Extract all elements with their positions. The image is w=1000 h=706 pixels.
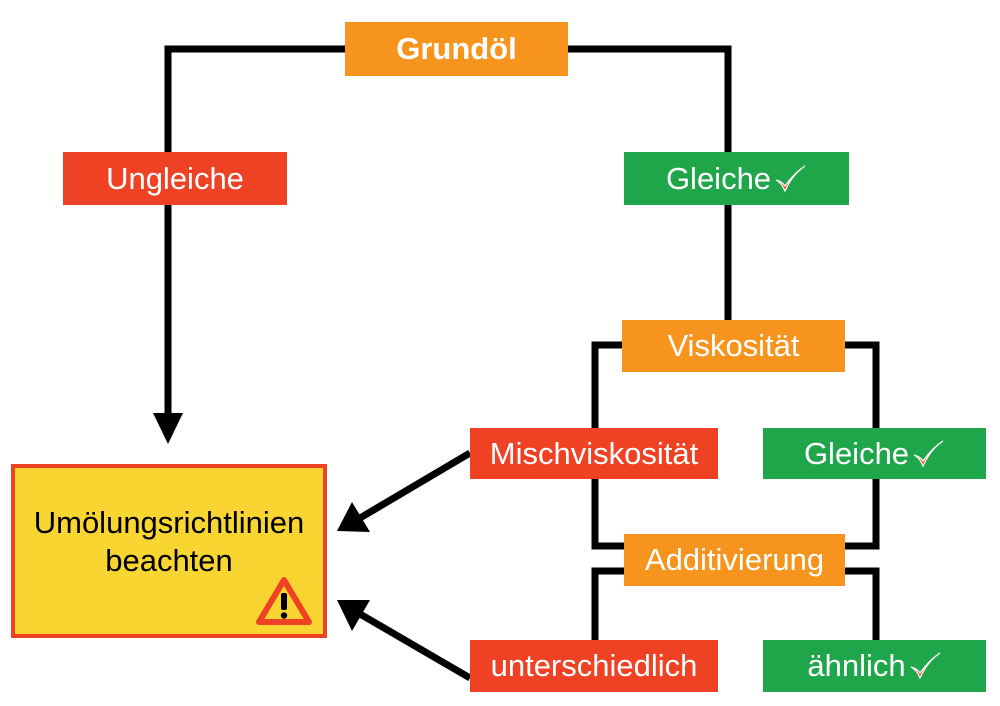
check-mark-icon bbox=[913, 439, 944, 468]
connector-additivierung-aehnlich bbox=[845, 567, 880, 640]
node-gleiche-viscosity-label: Gleiche bbox=[803, 435, 910, 471]
node-gleiche-base-label: Gleiche bbox=[665, 160, 772, 196]
arrowhead-upper bbox=[337, 502, 370, 532]
warning-line-2: beachten bbox=[105, 543, 233, 578]
node-viskositaet: Viskosität bbox=[622, 320, 845, 372]
node-aehnlich-label: ähnlich bbox=[807, 648, 906, 683]
node-viskositaet-label: Viskosität bbox=[667, 328, 800, 363]
warning-box: Umölungsrichtlinien beachten bbox=[11, 464, 327, 638]
node-additivierung: Additivierung bbox=[624, 534, 845, 586]
node-gleiche-viscosity: Gleiche bbox=[763, 428, 986, 479]
connector-viskositaet-gleiche bbox=[845, 341, 880, 428]
connector-grundoel-gleiche bbox=[568, 45, 732, 152]
arrowhead-lower bbox=[337, 600, 370, 631]
node-mischviskositaet: Mischviskosität bbox=[470, 428, 718, 479]
warning-triangle-icon bbox=[256, 577, 312, 625]
warning-text: Umölungsrichtlinien beachten bbox=[15, 504, 323, 580]
node-gleiche-base: Gleiche bbox=[624, 152, 849, 205]
connector-viskositaet-mischviskositaet bbox=[591, 341, 622, 428]
connector-additivierung-unterschiedlich bbox=[591, 567, 624, 640]
node-ungleiche: Ungleiche bbox=[63, 152, 287, 205]
connector-gleiche-additivierung bbox=[845, 479, 880, 550]
node-mischviskositaet-label: Mischviskosität bbox=[489, 435, 699, 471]
arrow-unterschiedlich-warning bbox=[358, 610, 472, 682]
connector-grundoel-ungleiche bbox=[164, 45, 345, 152]
node-aehnlich: ähnlich bbox=[763, 640, 986, 692]
warning-line-1: Umölungsrichtlinien bbox=[33, 505, 305, 540]
node-additivierung-label: Additivierung bbox=[644, 542, 825, 577]
check-mark-icon bbox=[910, 652, 940, 680]
connector-mischviskositaet-additivierung bbox=[591, 479, 624, 550]
arrow-mischviskositaet-warning bbox=[358, 449, 472, 522]
node-ungleiche-label: Ungleiche bbox=[106, 160, 244, 196]
node-unterschiedlich-label: unterschiedlich bbox=[490, 648, 698, 683]
node-unterschiedlich: unterschiedlich bbox=[470, 640, 718, 692]
check-mark-icon bbox=[775, 164, 806, 193]
node-grundoel-label: Grundöl bbox=[396, 31, 517, 66]
arrowhead-down bbox=[153, 413, 183, 444]
node-grundoel: Grundöl bbox=[345, 22, 568, 76]
